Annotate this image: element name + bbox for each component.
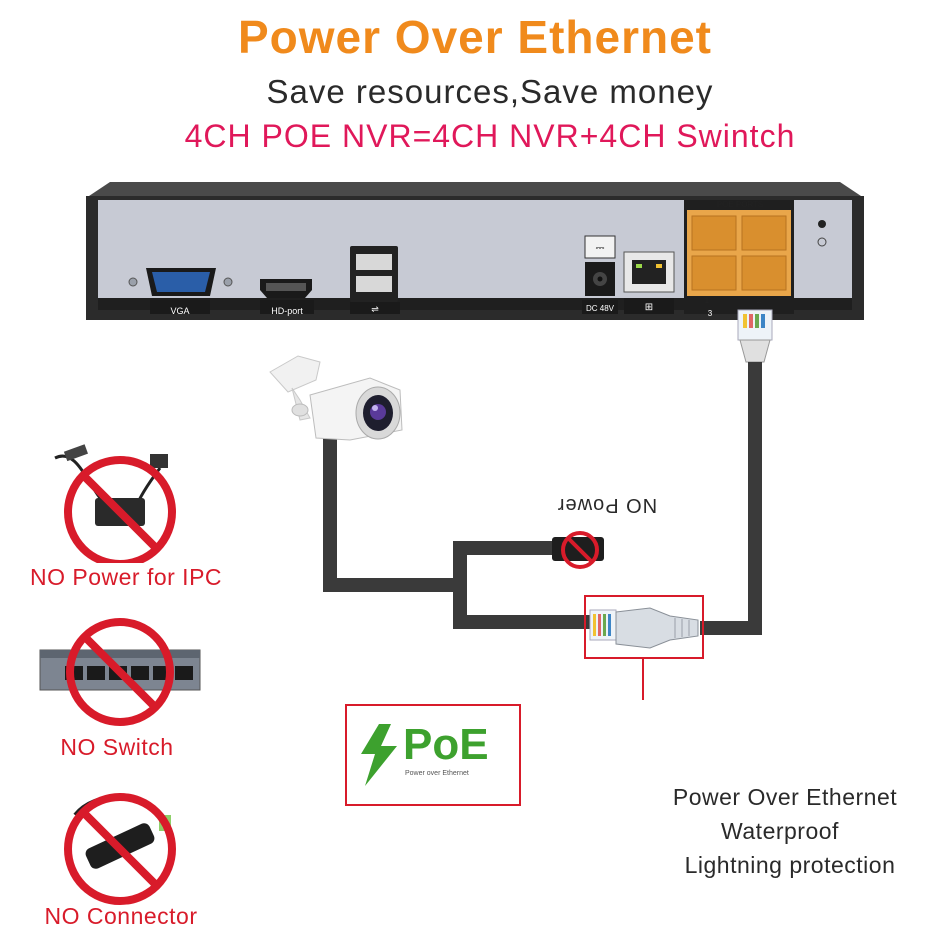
poe-logo-tagline: Power over Ethernet xyxy=(405,770,469,777)
power-adapter-prohibited-icon xyxy=(54,444,176,563)
rj45-coupler-icon xyxy=(589,607,699,649)
hdmi-label: HD-port xyxy=(271,306,303,316)
equation-caption: 4CH POE NVR=4CH NVR+4CH Swintch xyxy=(184,118,796,154)
poe-logo-box: PoE Power over Ethernet xyxy=(345,704,521,806)
dc-power-port: ⎓ xyxy=(582,235,618,314)
page-subtitle: Save resources,Save money xyxy=(266,73,714,110)
bullet-camera-icon xyxy=(269,355,403,441)
feature-waterproof: Waterproof xyxy=(721,818,839,844)
vga-port xyxy=(128,268,233,314)
poe-injector-prohibited-icon xyxy=(64,793,176,905)
network-switch-prohibited-icon xyxy=(39,618,201,726)
poe-ports xyxy=(684,200,794,314)
page-title: Power Over Ethernet xyxy=(237,11,713,63)
usb-ports: ⇌ xyxy=(350,246,400,315)
rj45-plug-icon xyxy=(737,309,773,363)
no-power-label: NO Power xyxy=(556,494,658,516)
svg-text:⇌: ⇌ xyxy=(371,305,379,315)
lightning-bolt-icon xyxy=(361,724,397,786)
lan-port: ⊞ xyxy=(623,251,675,314)
poe-port-2-label: 2 xyxy=(756,296,762,305)
poe-ports-header: POE PORTS xyxy=(716,200,764,209)
hdmi-port xyxy=(260,279,314,314)
poe-port-1-label: 1 xyxy=(704,296,710,305)
no-power-ipc-label: NO Power for IPC xyxy=(29,564,223,590)
feature-poe: Power Over Ethernet xyxy=(672,784,898,810)
connection-diagram xyxy=(269,309,773,700)
poe-port-3-label: 3 xyxy=(707,309,713,318)
svg-text:⎓: ⎓ xyxy=(596,241,605,254)
dc-label: DC 48V xyxy=(585,304,614,313)
poe-logo-text: PoE xyxy=(403,720,489,769)
vga-label: VGA xyxy=(170,306,190,316)
no-switch-label: NO Switch xyxy=(60,734,174,760)
svg-text:⊞: ⊞ xyxy=(645,302,653,313)
no-connector-label: NO Connector xyxy=(44,903,198,929)
no-power-prohibit-icon xyxy=(561,531,599,569)
nvr-device: ⇌ ⎓ ⊞ xyxy=(86,182,864,320)
feature-lightning: Lightning protection xyxy=(684,852,896,878)
